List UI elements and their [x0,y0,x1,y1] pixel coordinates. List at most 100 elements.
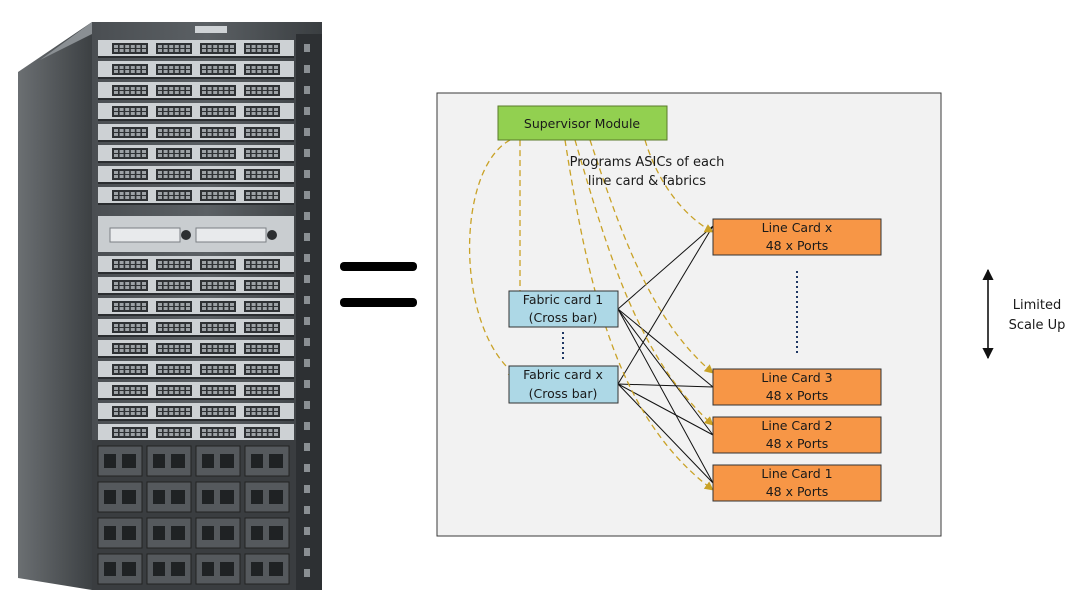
rail-hole [304,65,310,73]
crossbar-connections [617,225,714,484]
rail-hole [304,338,310,346]
scale-note-line-1: Limited [1013,298,1061,313]
programming-arrow [564,139,714,491]
annotation-line-1: Programs ASICs of each [570,155,725,170]
line-card-slot [98,361,294,379]
programming-arrow [574,139,714,426]
power-module [195,553,241,585]
line-card-2-title: Line Card 2 [761,418,832,433]
power-module [244,553,290,585]
line-card-1-title: Line Card 1 [761,466,832,481]
line-card-3-title: Line Card 3 [761,370,832,385]
rail-hole [304,107,310,115]
line-card-slots-lower [98,256,294,442]
fabric-card-x-subtitle: (Cross bar) [529,386,598,401]
rail-hole [304,86,310,94]
line-card-1-ports: 48 x Ports [766,484,829,499]
rail-hole [304,506,310,514]
programming-arrow [589,139,714,374]
line-card-2-ports: 48 x Ports [766,436,829,451]
fabric-card-1-title: Fabric card 1 [523,292,603,307]
switch-chassis-image [18,22,322,590]
crossbar-link [617,383,714,436]
fabric-card-1-box: Fabric card 1 (Cross bar) [508,290,619,328]
rail-hole [304,569,310,577]
rail-hole [304,149,310,157]
line-card-slot [98,403,294,421]
crossbar-link [617,225,714,310]
scale-up-indicator: Limited Scale Up [982,268,1066,360]
line-card-slot [98,319,294,337]
crossbar-link [617,383,714,388]
rail-hole [304,485,310,493]
line-card-slot [98,187,294,205]
rail-hole [304,359,310,367]
line-card-x-title: Line Card x [762,220,833,235]
power-module [97,553,143,585]
fabric-card-x-title: Fabric card x [523,367,603,382]
power-module [146,481,192,513]
line-card-slot [98,256,294,274]
rail-hole [304,464,310,472]
rail-hole [304,380,310,388]
rail-hole [304,422,310,430]
programs-asics-annotation: Programs ASICs of each line card & fabri… [570,155,725,189]
power-module [195,481,241,513]
power-module [146,553,192,585]
line-card-slot [98,340,294,358]
power-module [195,445,241,477]
chassis-rail-holes [304,44,310,577]
line-card-slot [98,124,294,142]
fabric-card-x-box: Fabric card x (Cross bar) [508,365,619,404]
chassis-logo-strip [195,26,227,33]
equals-sign [340,262,417,307]
power-module [97,481,143,513]
rail-hole [304,212,310,220]
line-card-x-box: Line Card x 48 x Ports [712,218,882,256]
supervisor-module-box: Supervisor Module [497,105,668,141]
line-card-slot [98,145,294,163]
chassis-side-panel [18,22,92,590]
annotation-line-2: line card & fabrics [588,174,706,189]
rail-hole [304,296,310,304]
rail-hole [304,254,310,262]
rail-hole [304,233,310,241]
rail-hole [304,548,310,556]
scale-note-line-2: Scale Up [1009,318,1066,333]
programming-arrows [468,139,714,491]
power-module [195,517,241,549]
line-card-slot [98,382,294,400]
rail-hole [304,401,310,409]
power-module [146,517,192,549]
line-card-slot [98,103,294,121]
power-supply-area [92,440,300,590]
power-module [244,517,290,549]
line-card-3-box: Line Card 3 48 x Ports [712,368,882,406]
line-card-slot [98,298,294,316]
crossbar-link [617,225,714,385]
power-module [244,445,290,477]
line-card-slot [98,424,294,442]
rail-hole [304,44,310,52]
power-module [146,445,192,477]
fabric-card-1-subtitle: (Cross bar) [529,310,598,325]
line-card-slot [98,277,294,295]
rail-hole [304,317,310,325]
line-card-slot [98,40,294,58]
crossbar-link [617,308,714,388]
crossbar-link [617,308,714,484]
crossbar-link [617,383,714,484]
rail-hole [304,443,310,451]
line-card-2-box: Line Card 2 48 x Ports [712,416,882,454]
supervisor-slot [98,216,294,252]
power-module [97,517,143,549]
line-card-slots-upper [98,40,294,205]
power-module [244,481,290,513]
line-card-1-box: Line Card 1 48 x Ports [712,464,882,502]
power-module [97,445,143,477]
line-card-slot [98,82,294,100]
line-card-3-ports: 48 x Ports [766,388,829,403]
rail-hole [304,527,310,535]
line-card-x-ports: 48 x Ports [766,238,829,253]
